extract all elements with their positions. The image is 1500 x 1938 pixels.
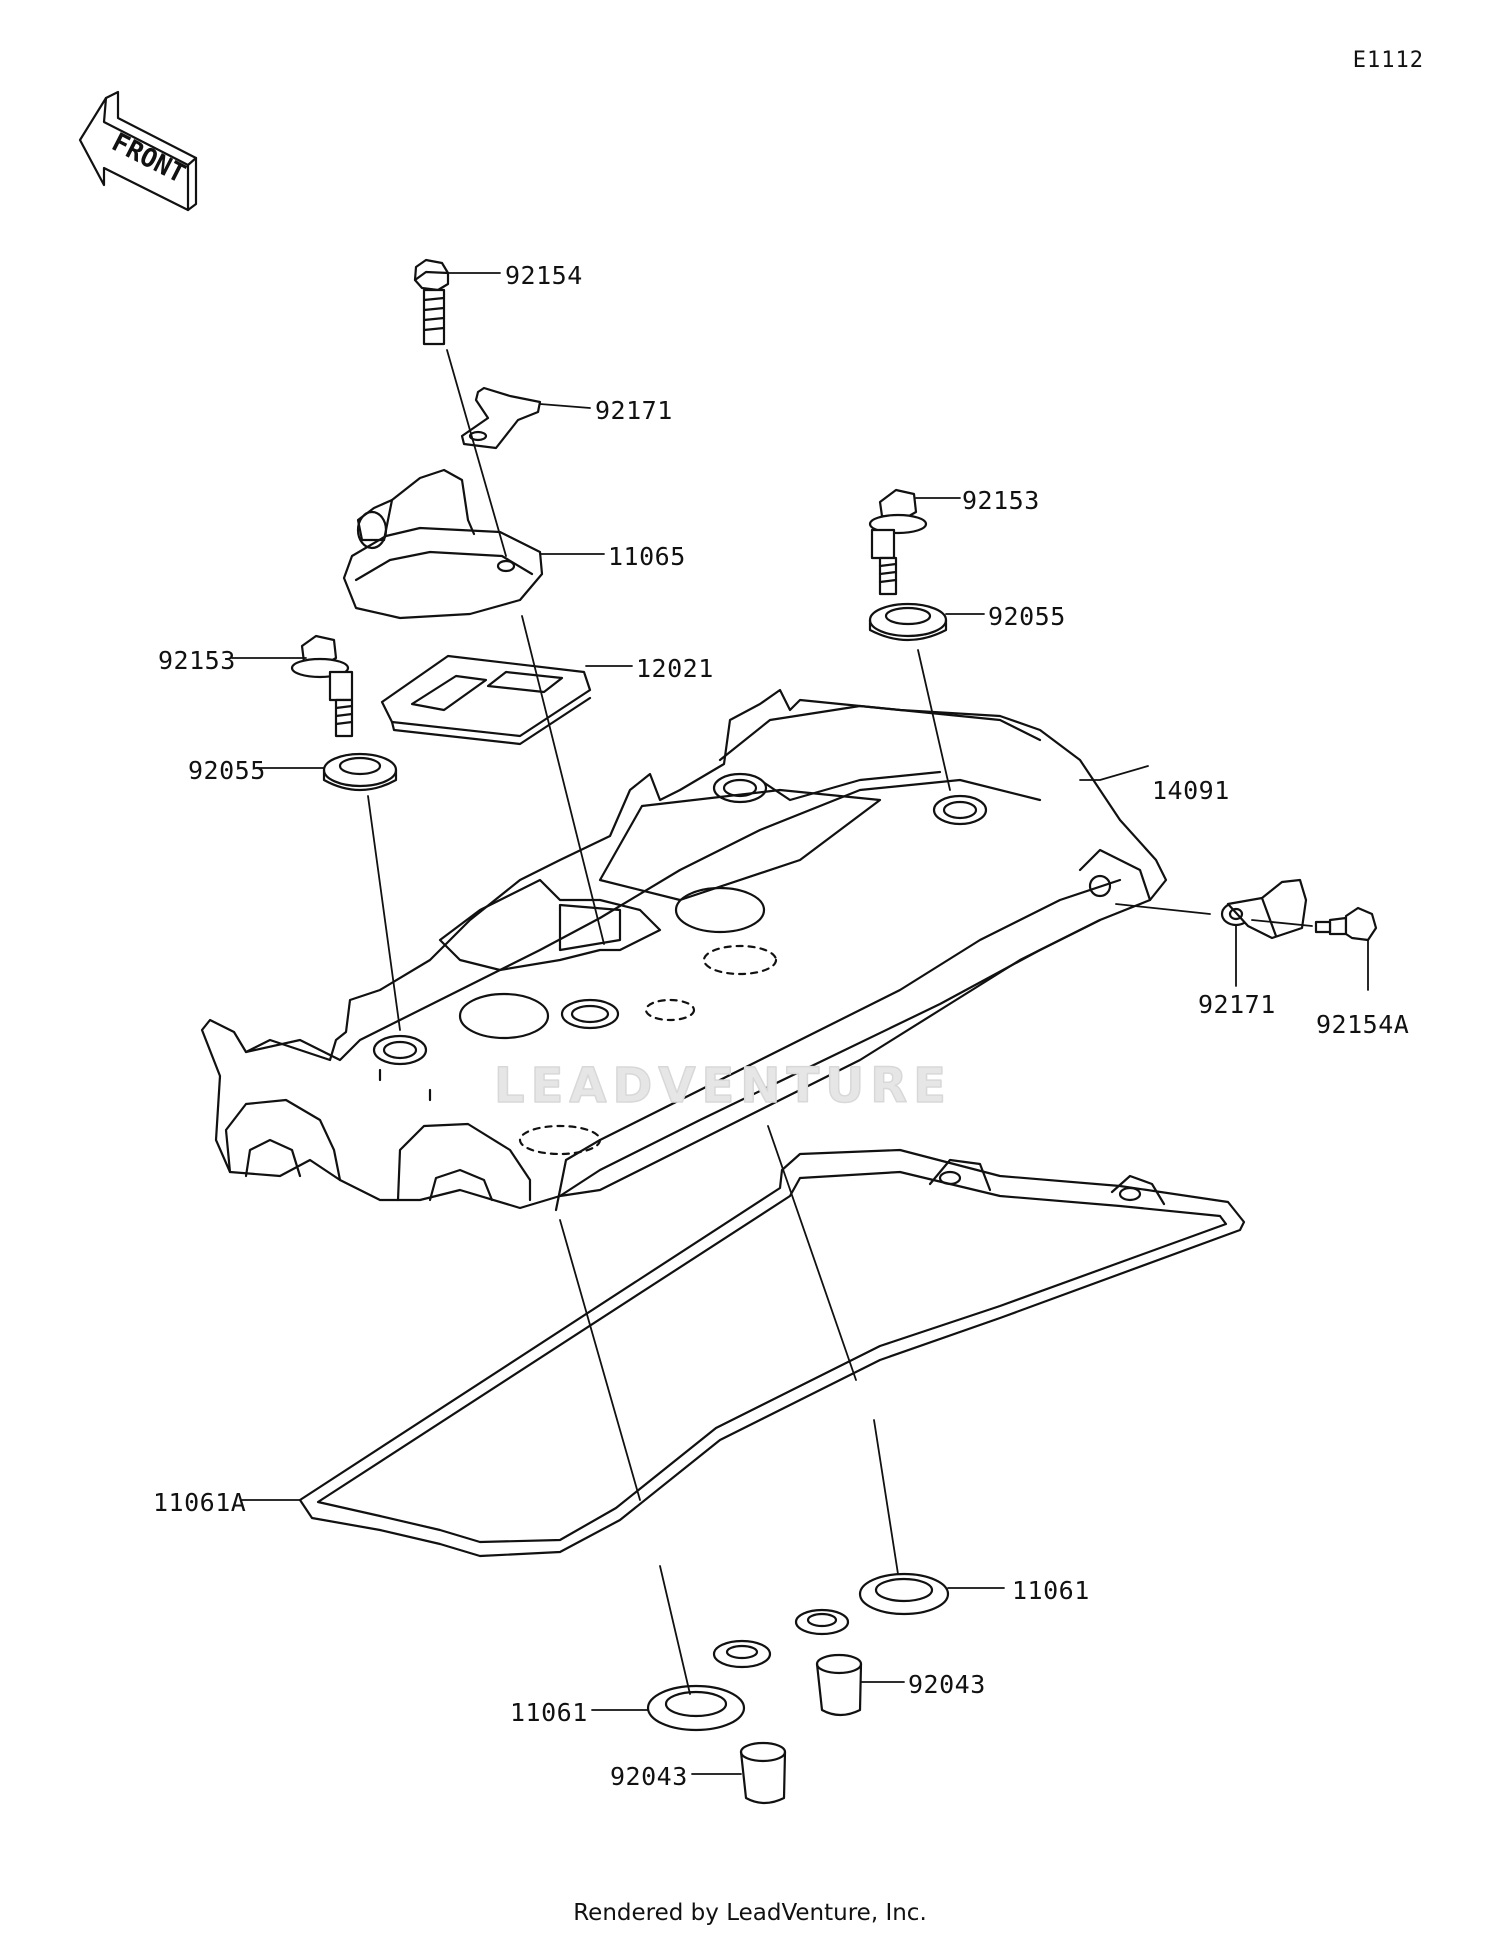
part-label[interactable]: 92055	[988, 602, 1066, 631]
dowel-92043-right	[815, 1653, 863, 1717]
seal-11061-right	[794, 1572, 950, 1636]
part-label[interactable]: 92153	[158, 646, 236, 675]
leader-lines	[231, 272, 1369, 1775]
part-label[interactable]: 92043	[610, 1762, 688, 1791]
footer-credit: Rendered by LeadVenture, Inc.	[573, 1900, 927, 1926]
part-label[interactable]: 92055	[188, 756, 266, 785]
breather-cover-11065	[342, 468, 544, 620]
part-label[interactable]: 92171	[1198, 990, 1276, 1019]
cylinder-head-cover-14091	[200, 688, 1168, 1212]
part-label[interactable]: 11061A	[153, 1488, 247, 1517]
washer-92055-right	[868, 602, 948, 642]
front-arrow-icon: FRONT	[78, 90, 198, 212]
part-label[interactable]: 92171	[595, 396, 673, 425]
dowel-92043-left	[739, 1741, 787, 1805]
assembly-guide-lines	[367, 349, 1313, 1695]
part-label[interactable]: 14091	[1152, 776, 1230, 805]
bolt-92153-right	[868, 488, 928, 596]
gasket-12021	[380, 654, 592, 746]
gasket-11061a	[298, 1148, 1246, 1558]
bolt-92154	[413, 258, 450, 346]
watermark: LEADVENTURE	[494, 1058, 952, 1114]
seal-11061-left	[646, 1639, 772, 1732]
clamp-92171-right	[1220, 878, 1308, 940]
part-label[interactable]: 11061	[510, 1698, 588, 1727]
part-label[interactable]: 92154A	[1316, 1010, 1410, 1039]
part-label[interactable]: 11065	[608, 542, 686, 571]
bolt-92153-left	[290, 634, 354, 738]
diagram-code: E1112	[1352, 48, 1424, 73]
clamp-92171	[460, 386, 542, 450]
part-label[interactable]: 92154	[505, 261, 583, 290]
washer-92055-left	[322, 752, 398, 791]
bolt-92154a	[1314, 906, 1378, 942]
part-label[interactable]: 11061	[1012, 1576, 1090, 1605]
part-label[interactable]: 12021	[636, 654, 714, 683]
part-label[interactable]: 92043	[908, 1670, 986, 1699]
part-label[interactable]: 92153	[962, 486, 1040, 515]
